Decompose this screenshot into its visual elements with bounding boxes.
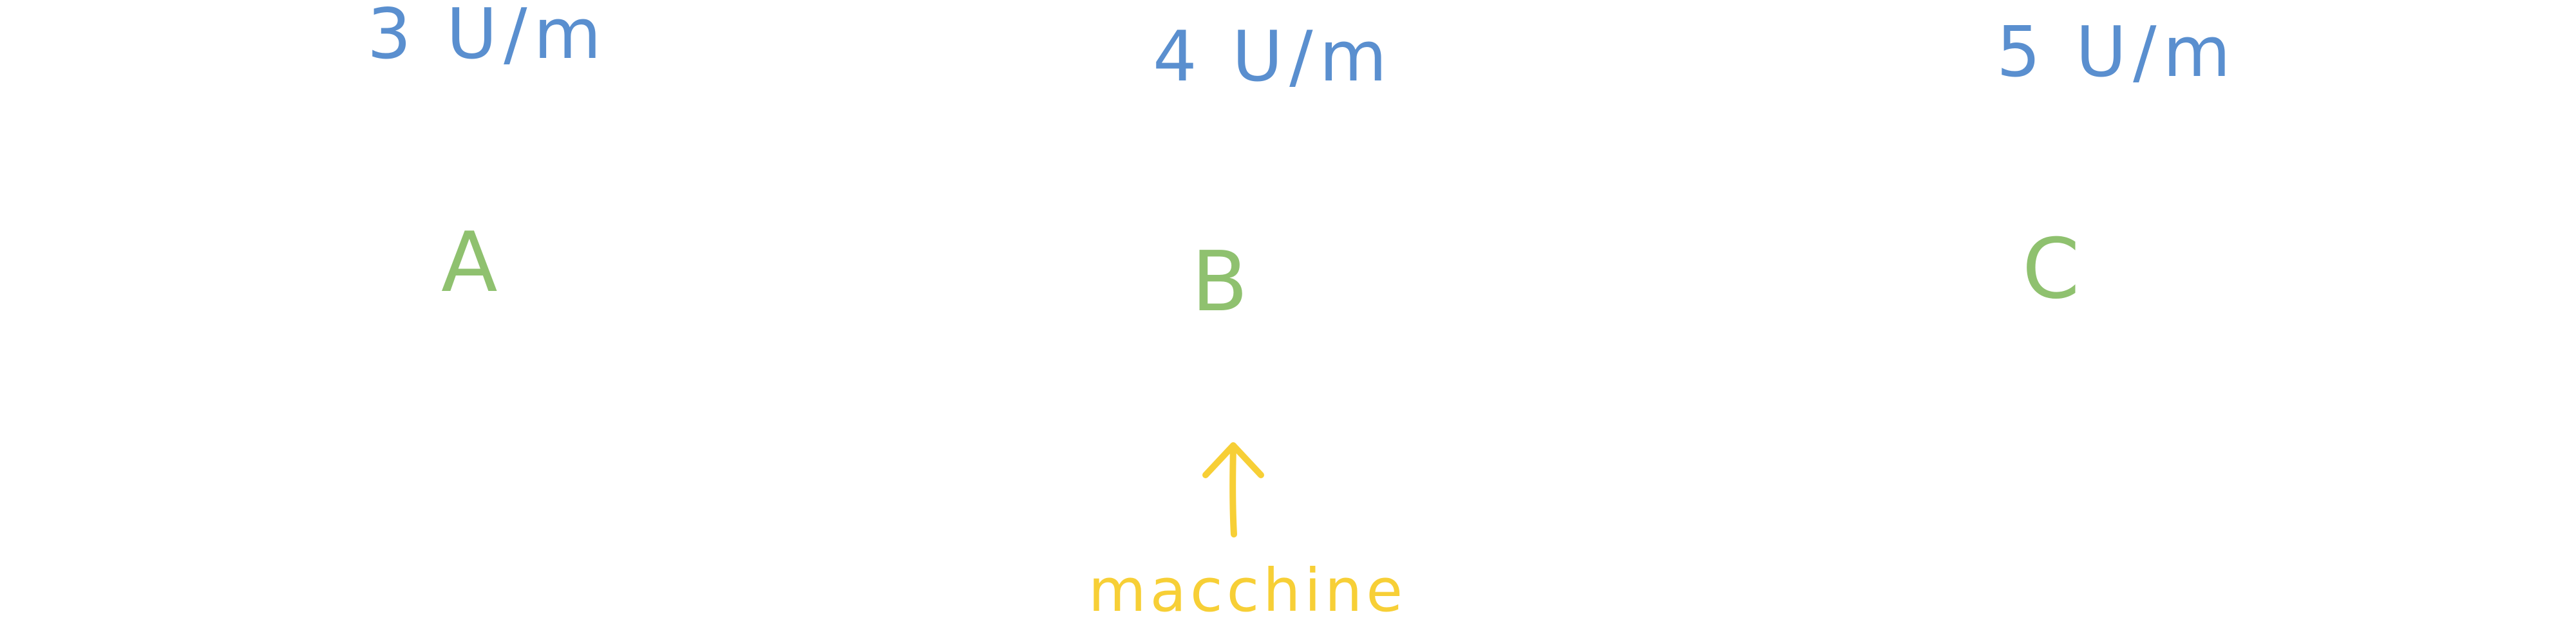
arrow-head: [1202, 442, 1264, 478]
station-label-c: C: [2022, 221, 2080, 317]
arrow-shaft: [1229, 444, 1237, 537]
station-label-a: A: [441, 215, 498, 311]
up-arrow-icon: [1202, 442, 1264, 537]
rate-label-c: 5 U/m: [1996, 12, 2237, 93]
machine-label: macchine: [1088, 556, 1406, 625]
rate-label-b: 4 U/m: [1153, 17, 1394, 97]
rate-label-a: 3 U/m: [367, 0, 608, 75]
station-label-b: B: [1191, 234, 1248, 330]
